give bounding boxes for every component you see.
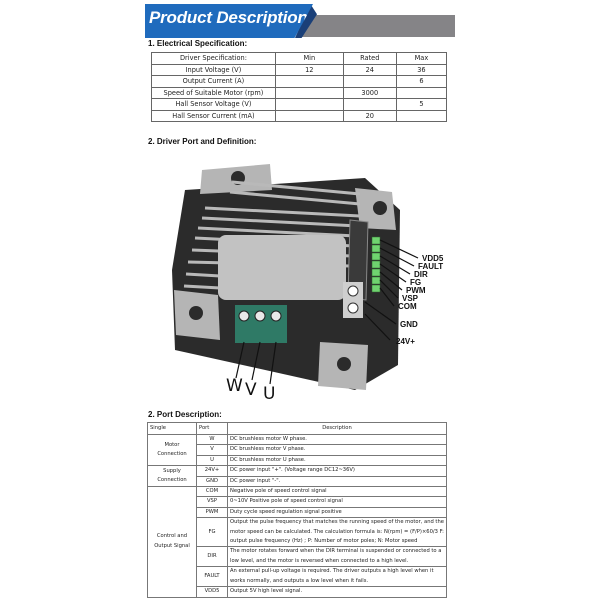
section-title-port-description: 2. Port Description:: [148, 410, 222, 419]
table-row: PWM Duty cycle speed regulation signal p…: [148, 506, 447, 519]
spec-max: 5: [395, 98, 448, 111]
desc-w: DC brushless motor W phase.: [227, 433, 447, 446]
banner-gray-stripe: [297, 15, 455, 37]
port-fault: FAULT: [196, 566, 228, 588]
table-header-row: Single Port Description: [147, 422, 447, 435]
group-motor-connection: Motor Connection: [147, 433, 197, 467]
product-description-banner: Product Description: [145, 4, 455, 38]
spec-min: 12: [274, 63, 344, 76]
header-port: Port: [196, 422, 228, 435]
driver-illustration: [172, 164, 419, 390]
group-control-output-signal: Control and Output Signal: [147, 486, 197, 598]
spec-name: Hall Sensor Current (mA): [151, 109, 276, 122]
desc-vdd5: Output 5V high level signal.: [227, 586, 447, 598]
port-w: W: [196, 433, 228, 446]
port-vsp: VSP: [196, 496, 228, 508]
table-row: VDD5 Output 5V high level signal.: [148, 586, 447, 598]
label-fault: FAULT: [418, 262, 444, 271]
spec-min: [274, 109, 344, 122]
table-row: Supply Connection 24V+ DC power input "+…: [147, 465, 447, 488]
table-row: Control and Output Signal COM Negative p…: [147, 486, 447, 598]
desc-v: DC brushless motor V phase.: [227, 444, 447, 456]
label-dir: DIR: [414, 270, 428, 279]
port-gnd: GND: [196, 475, 228, 488]
label-phase-u: U: [263, 384, 276, 404]
port-vdd5: VDD5: [196, 586, 228, 598]
spec-rated: [342, 98, 397, 111]
table-header-row: Driver Specification: Min Rated Max: [151, 52, 448, 65]
desc-gnd: DC power input "-".: [227, 475, 447, 488]
desc-com: Negative pole of speed control signal: [227, 486, 447, 498]
spec-max: 36: [395, 63, 448, 76]
port-v: V: [196, 444, 228, 456]
header-cell: Rated: [342, 52, 397, 65]
spec-rated: 3000: [342, 86, 397, 99]
table-row: VSP 0~10V Positive pole of speed control…: [148, 496, 447, 508]
spec-max: [395, 86, 448, 99]
spec-max: [395, 109, 448, 122]
banner-blue-tab: Product Description: [145, 4, 313, 38]
electrical-spec-table: Driver Specification: Min Rated Max Inpu…: [151, 52, 448, 122]
table-row: Hall Sensor Voltage (V) 5: [151, 98, 448, 111]
table-row: Speed of Suitable Motor (rpm) 3000: [151, 86, 448, 99]
spec-name: Input Voltage (V): [151, 63, 276, 76]
header-cell: Driver Specification:: [151, 52, 276, 65]
header-cell: Min: [274, 52, 344, 65]
label-24v: 24V+: [396, 337, 415, 346]
spec-name: Speed of Suitable Motor (rpm): [151, 86, 276, 99]
section-title-electrical: 1. Electrical Specification:: [148, 39, 248, 48]
spec-min: [274, 86, 344, 99]
label-com: COM: [398, 302, 417, 311]
port-com: COM: [196, 486, 228, 498]
group-supply-connection: Supply Connection: [147, 465, 197, 488]
label-pwm: PWM: [406, 286, 426, 295]
spec-name: Output Current (A): [151, 75, 276, 88]
table-row: Motor Connection W DC brushless motor W …: [147, 433, 447, 467]
spec-max: 6: [395, 75, 448, 88]
desc-pwm: Duty cycle speed regulation signal posit…: [227, 506, 447, 519]
spec-rated: 24: [342, 63, 397, 76]
label-vdd5: VDD5: [422, 254, 444, 263]
spec-name: Hall Sensor Voltage (V): [151, 98, 276, 111]
port-pwm: PWM: [196, 506, 228, 519]
spec-min: [274, 75, 344, 88]
desc-fault: An external pull-up voltage is required.…: [227, 566, 447, 588]
spec-rated: 20: [342, 109, 397, 122]
port-u: U: [196, 454, 228, 467]
label-phase-w: W: [226, 376, 243, 396]
section-title-driver-port: 2. Driver Port and Definition:: [148, 137, 257, 146]
header-single: Single: [147, 422, 197, 435]
driver-diagram: VDD5 FAULT DIR FG PWM VSP COM GND 24V+ W…: [160, 150, 460, 412]
label-gnd: GND: [400, 320, 418, 329]
desc-24v: DC power input "+". (Voltage range DC12~…: [227, 465, 447, 477]
table-row: Hall Sensor Current (mA) 20: [151, 109, 448, 122]
banner-title: Product Description: [149, 8, 308, 27]
table-row: FG Output the pulse frequency that match…: [148, 517, 447, 548]
label-vsp: VSP: [402, 294, 419, 303]
spec-min: [274, 98, 344, 111]
desc-dir: The motor rotates forward when the DIR t…: [227, 546, 447, 568]
table-row: Input Voltage (V) 12 24 36: [151, 63, 448, 76]
label-fg: FG: [410, 278, 422, 287]
desc-u: DC brushless motor U phase.: [227, 454, 447, 467]
port-dir: DIR: [196, 546, 228, 568]
port-24v: 24V+: [196, 465, 228, 477]
port-fg: FG: [196, 517, 228, 548]
table-row: FAULT An external pull-up voltage is req…: [148, 566, 447, 588]
table-row: Output Current (A) 6: [151, 75, 448, 88]
port-description-table: Single Port Description Motor Connection…: [147, 422, 447, 598]
header-description: Description: [227, 422, 447, 435]
desc-fg: Output the pulse frequency that matches …: [227, 517, 447, 548]
table-row: DIR The motor rotates forward when the D…: [148, 546, 447, 568]
spec-rated: [342, 75, 397, 88]
label-phase-v: V: [245, 380, 257, 400]
header-cell: Max: [395, 52, 448, 65]
desc-vsp: 0~10V Positive pole of speed control sig…: [227, 496, 447, 508]
